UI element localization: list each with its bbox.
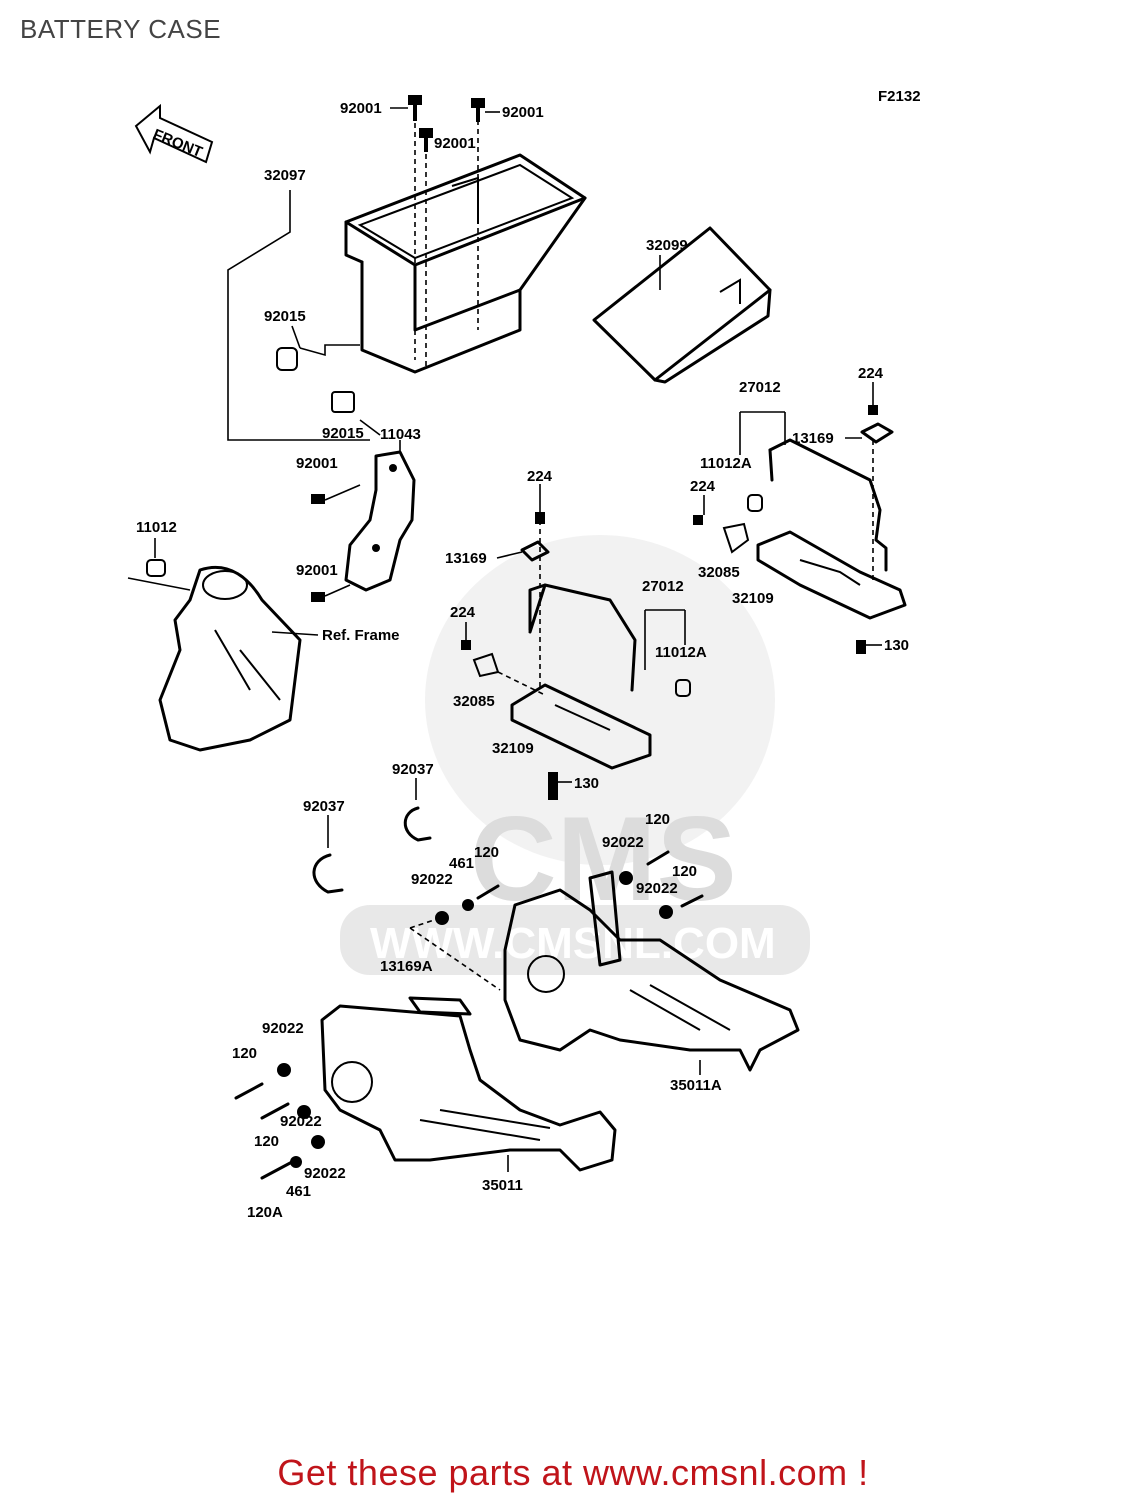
part-label: 32099 [646,237,688,254]
part-label: 27012 [642,578,684,595]
part-label: Ref. Frame [322,627,400,644]
part-label: 32097 [264,167,306,184]
battery-holder-rod-drawing [472,540,691,770]
footrest-bracket-drawing [503,870,800,1072]
part-label: 92001 [296,562,338,579]
part-label: 11043 [380,426,421,443]
part-label: 224 [450,604,476,621]
part-label: 27012 [739,379,781,396]
svg-text:FRONT: FRONT [151,126,205,161]
part-label: 120A [247,1204,283,1221]
footer-cta-link[interactable]: Get these parts at www.cmsnl.com ! [277,1452,869,1493]
bolt-icon [311,494,325,602]
part-label: 130 [574,775,599,792]
parts-diagram: CMS WWW.CMSNL.COM FRONT F2132 [127,88,921,1221]
part-label: 120 [254,1133,279,1150]
clip-icon [312,806,432,894]
part-label: 11012 [136,519,177,536]
page-title: BATTERY CASE [20,14,222,44]
battery-holder-rod-drawing [722,422,907,620]
part-label: 32085 [698,564,740,581]
part-label: 13169A [380,958,433,975]
part-label: 92022 [636,880,678,897]
part-label: 35011 [482,1177,523,1194]
part-label: 13169 [445,550,487,567]
part-label: 92037 [392,761,434,778]
part-label: 130 [884,637,909,654]
part-label: 224 [858,365,884,382]
watermark-url: WWW.CMSNL.COM [370,919,776,968]
front-arrow-icon: FRONT [134,103,214,164]
part-label: 92022 [602,834,644,851]
battery-case-drawing [344,153,587,374]
part-label: 11012A [655,644,707,661]
part-label: 13169 [792,430,834,447]
part-label: 120 [645,811,670,828]
part-label: 461 [286,1183,311,1200]
part-label: 92015 [264,308,306,325]
part-label: 92001 [502,104,544,121]
part-label: 92022 [262,1020,304,1037]
part-label: 224 [527,468,553,485]
bracket-drawing [344,450,416,592]
part-label: 92022 [280,1113,322,1130]
part-label: 11012A [700,455,752,472]
part-label: 92022 [304,1165,346,1182]
part-label: 92037 [303,798,345,815]
battery-cover-drawing [592,226,772,384]
part-label: 224 [690,478,716,495]
bolt-icon [234,850,704,1180]
part-label: 92001 [434,135,476,152]
part-label: 35011A [670,1077,722,1094]
bolt-icon [461,512,558,800]
footrest-bracket-drawing [320,996,617,1172]
part-label: 120 [474,844,499,861]
part-label: 32109 [732,590,774,607]
part-label: 461 [449,855,474,872]
part-label: 92001 [296,455,338,472]
bolt-icon [408,95,485,152]
part-label: 120 [232,1045,257,1062]
grommet-icon [276,347,355,413]
figure-code: F2132 [878,88,921,105]
part-label: 32085 [453,693,495,710]
washer-icon [277,871,673,1168]
part-label: 32109 [492,740,534,757]
part-label: 120 [672,863,697,880]
part-label: 92022 [411,871,453,888]
frame-reference-drawing [146,559,302,752]
part-labels: 92001 92001 92001 32097 32099 92015 9201… [136,100,909,1221]
part-label: 92001 [340,100,382,117]
part-label: 92015 [322,425,364,442]
bolt-icon [693,405,878,654]
